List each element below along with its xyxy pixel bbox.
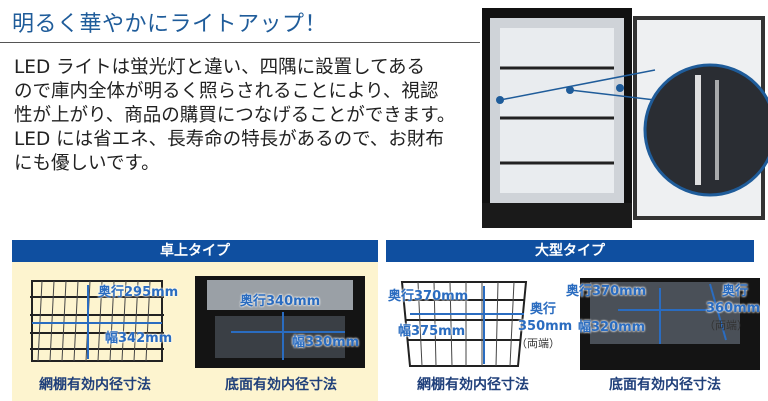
tabletop-shelf-depth: 奥行295mm: [98, 285, 179, 300]
large-shelf-ends-label: 奥行: [530, 302, 557, 317]
large-shelf-depth: 奥行370mm: [388, 289, 469, 304]
large-bottom-depth: 奥行370mm: [566, 284, 647, 299]
large-bottom-width: 幅320mm: [578, 320, 646, 335]
description: LED ライトは蛍光灯と違い、四隅に設置してある ので庫内全体が明るく照らされる…: [14, 56, 474, 176]
large-shelf-caption: 網棚有効内径寸法: [417, 377, 529, 393]
large-shelf-ends-depth: 350mm: [518, 319, 573, 334]
large-shelf-image: [400, 281, 528, 367]
large-bottom-image: [580, 278, 760, 370]
tabletop-bottom-depth: 奥行340mm: [240, 294, 321, 309]
tabletop-shelf-caption: 網棚有効内径寸法: [39, 377, 151, 393]
description-line: LED には省エネ、長寿命の特長があるので、お財布: [14, 129, 444, 150]
tabletop-bottom-image: [195, 276, 365, 368]
showcase-product-image: [482, 8, 768, 228]
tabletop-type-header: 卓上タイプ: [12, 240, 378, 262]
large-bottom-ends-depth: 360mm: [706, 301, 761, 316]
description-line: LED ライトは蛍光灯と違い、四隅に設置してある: [14, 57, 426, 78]
large-shelf-width: 幅375mm: [398, 324, 466, 339]
large-type-header: 大型タイプ: [386, 240, 754, 262]
divider: [0, 42, 480, 43]
description-line: 性が上がり、商品の購買につなげることができます。: [14, 105, 456, 126]
tabletop-shelf-width: 幅342mm: [105, 331, 173, 346]
description-line: ので庫内全体が明るく照らされることにより、視認: [14, 81, 439, 102]
large-bottom-caption: 底面有効内径寸法: [609, 377, 721, 393]
large-shelf-ends-note: （両端）: [516, 337, 560, 350]
large-bottom-ends-label: 奥行: [722, 284, 749, 299]
description-line: にも優しいです。: [14, 153, 160, 174]
tabletop-shelf-image: [30, 280, 164, 362]
headline: 明るく華やかにライトアップ！: [12, 12, 328, 37]
tabletop-bottom-caption: 底面有効内径寸法: [225, 377, 337, 393]
tabletop-bottom-width: 幅330mm: [292, 335, 360, 350]
large-bottom-ends-note: （両端）: [704, 319, 748, 332]
